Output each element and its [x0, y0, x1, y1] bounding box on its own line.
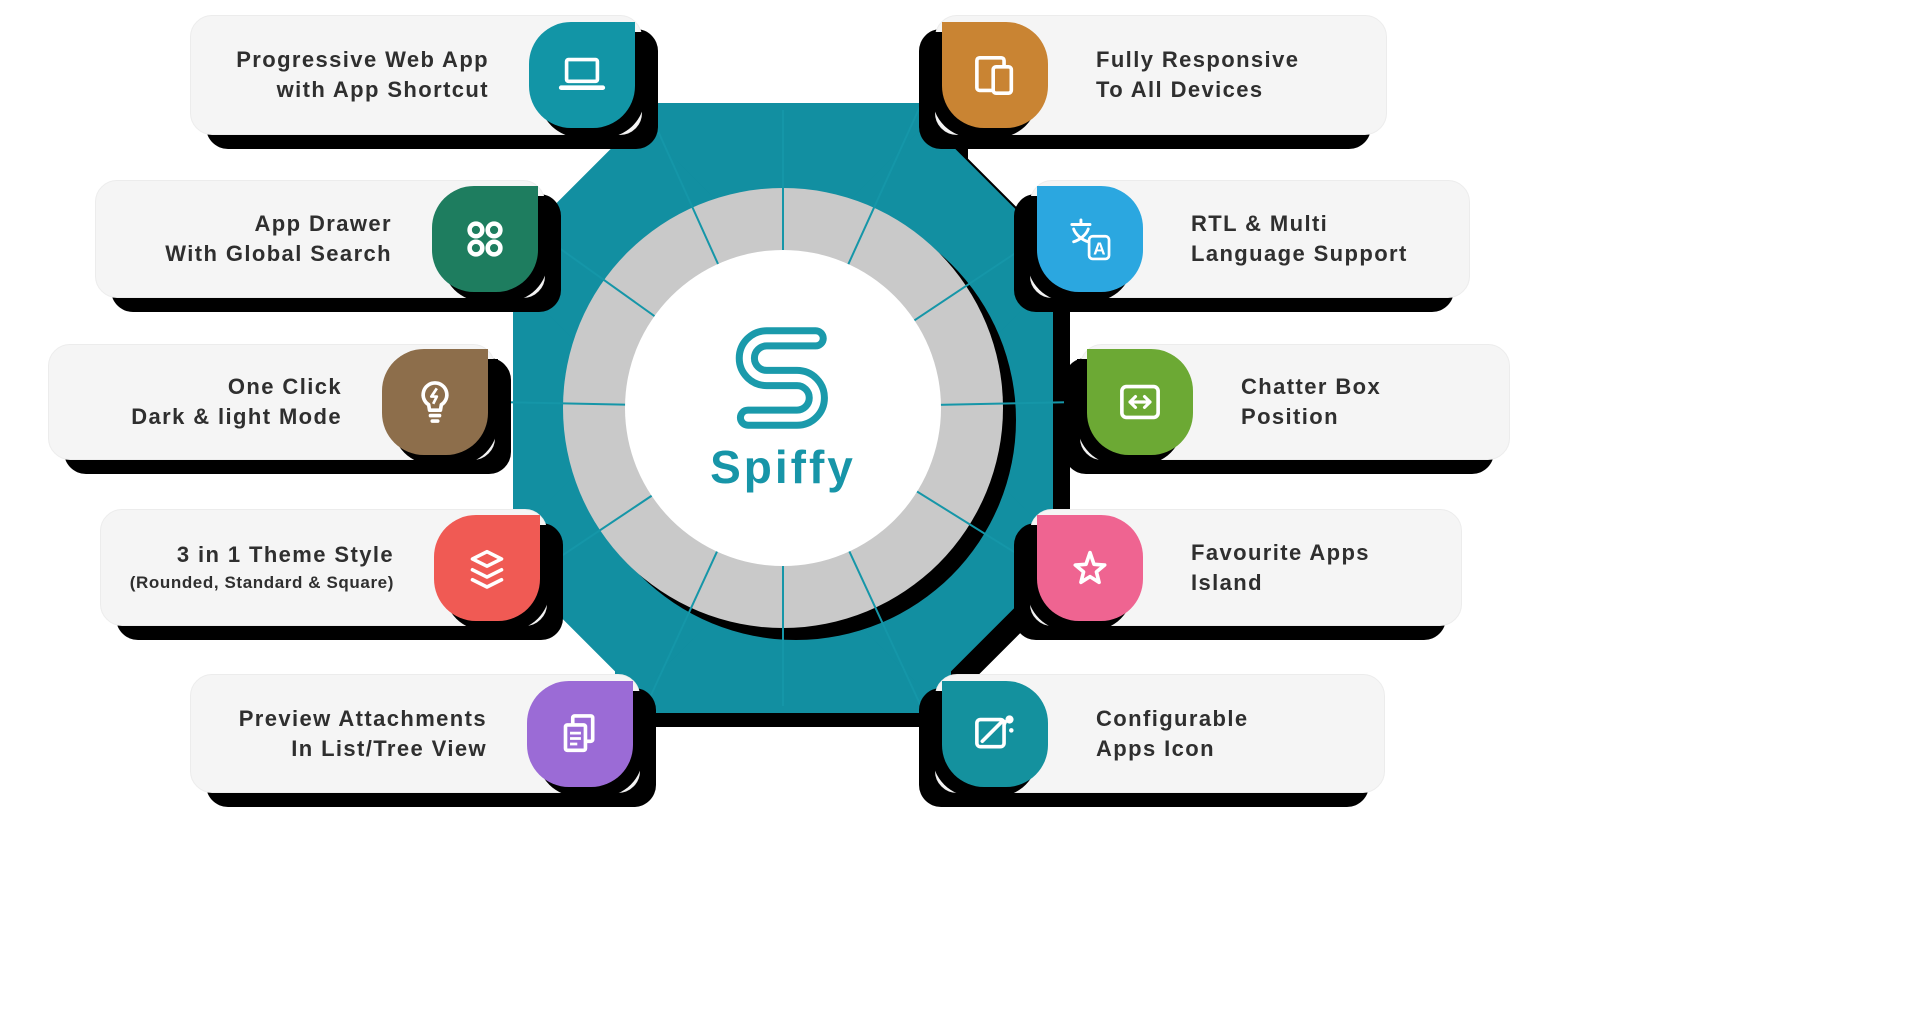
feature-line: RTL & Multi	[1191, 211, 1329, 236]
feature-line: Configurable	[1096, 705, 1249, 731]
feature-card-chatter-box: Chatter Box Position	[1080, 344, 1510, 460]
feature-line: Chatter Box	[1241, 374, 1382, 399]
laptop-icon	[529, 22, 635, 128]
feature-line: Preview Attachments	[238, 705, 487, 731]
star-icon	[1037, 514, 1143, 621]
feature-line: One Click	[227, 374, 342, 399]
lightbulb-icon	[382, 349, 488, 455]
feature-card-favourite-apps: Favourite Apps Island	[1030, 509, 1462, 626]
responsive-devices-icon	[942, 22, 1048, 128]
feature-card-pwa: Progressive Web App with App Shortcut	[190, 15, 642, 135]
feature-card-app-drawer: App Drawer With Global Search	[95, 180, 545, 298]
app-drawer-icon	[432, 186, 538, 292]
feature-line: Favourite Apps	[1191, 539, 1370, 565]
feature-line: With Global Search	[165, 241, 392, 266]
feature-card-responsive: Fully Responsive To All Devices	[935, 15, 1387, 135]
feature-card-configurable-apps: Configurable Apps Icon	[935, 674, 1385, 793]
feature-line: App Drawer	[254, 211, 392, 236]
feature-line: Apps Icon	[1096, 735, 1215, 761]
spiffy-logo	[735, 327, 828, 429]
feature-line: Language Support	[1191, 241, 1408, 266]
configurable-apps-icon	[942, 680, 1048, 787]
brand-wordmark: Spiffy	[710, 441, 856, 493]
translate-icon: A	[1037, 186, 1143, 292]
feature-line: Dark & light Mode	[131, 404, 342, 429]
feature-line: Fully Responsive	[1096, 47, 1300, 72]
feature-line: 3 in 1 Theme Style	[176, 541, 394, 567]
feature-line: To All Devices	[1096, 77, 1264, 102]
svg-text:A: A	[1093, 238, 1105, 258]
feature-card-dark-mode: One Click Dark & light Mode	[48, 344, 495, 460]
chatter-position-icon	[1087, 349, 1193, 455]
feature-line: with App Shortcut	[276, 77, 489, 102]
feature-line: Position	[1241, 404, 1339, 429]
feature-line: In List/Tree View	[291, 735, 487, 761]
feature-card-preview-attachments: Preview Attachments In List/Tree View	[190, 674, 640, 793]
feature-line: Island	[1191, 569, 1263, 595]
documents-icon	[527, 680, 633, 787]
feature-line: Progressive Web App	[236, 47, 489, 72]
layers-icon	[434, 514, 540, 621]
feature-card-rtl-language: RTL & Multi Language Support A	[1030, 180, 1470, 298]
center-hub: Spiffy	[625, 250, 941, 566]
feature-line: (Rounded, Standard & Square)	[129, 572, 394, 592]
feature-card-theme-style: 3 in 1 Theme Style (Rounded, Standard & …	[100, 509, 547, 626]
